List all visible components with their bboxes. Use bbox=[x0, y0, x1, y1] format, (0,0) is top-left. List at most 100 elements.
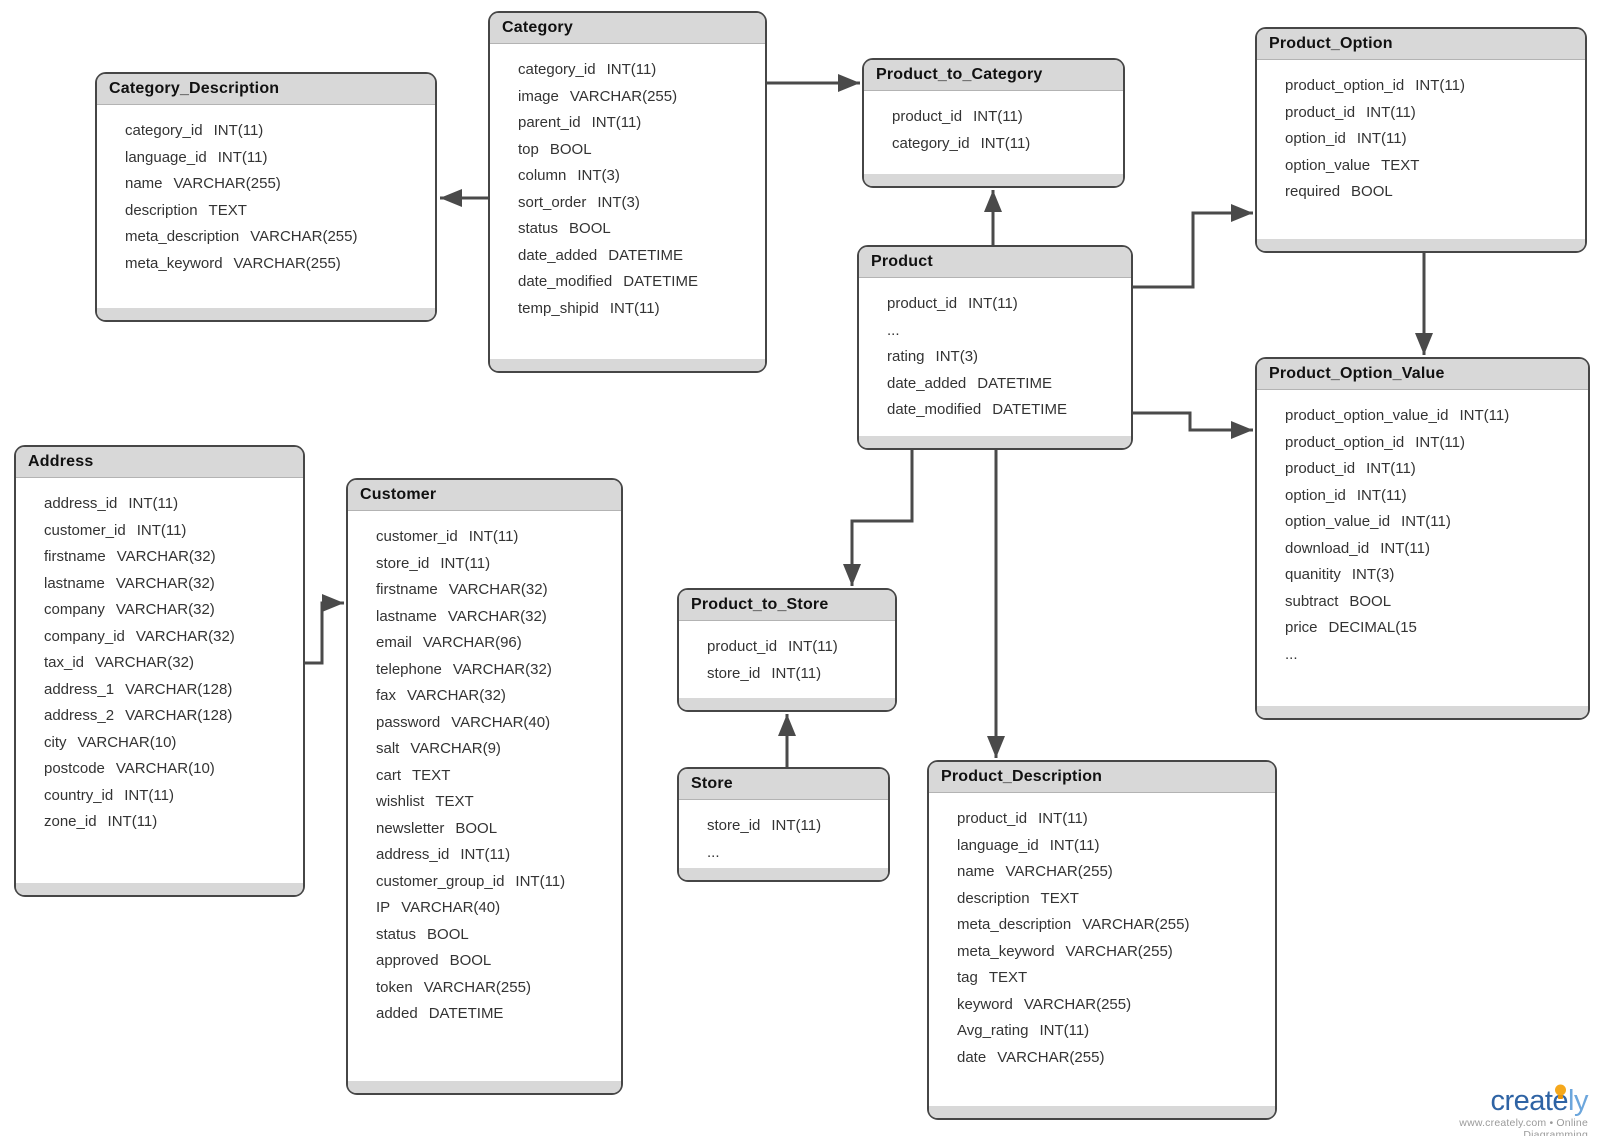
field-type: INT(11) bbox=[1380, 539, 1430, 557]
creately-watermark[interactable]: creately www.creately.com • Online Diagr… bbox=[1398, 1084, 1588, 1136]
table-title: Product bbox=[871, 253, 933, 270]
field-type: BOOL bbox=[427, 925, 469, 943]
field-type: VARCHAR(128) bbox=[125, 680, 233, 698]
table-title: Product_to_Store bbox=[691, 596, 829, 613]
field-name: rating bbox=[887, 348, 925, 365]
field-type: INT(11) bbox=[440, 554, 491, 572]
field-name: description bbox=[125, 201, 198, 219]
connector-address-to-customer[interactable] bbox=[304, 594, 344, 665]
field-name: country_id bbox=[44, 786, 114, 804]
field-type: TEXT bbox=[412, 766, 451, 784]
field-name: category_id bbox=[125, 122, 203, 139]
field-name: description bbox=[957, 889, 1030, 907]
field-type: VARCHAR(255) bbox=[173, 175, 281, 192]
field-type: INT(11) bbox=[788, 638, 838, 655]
field-type: INT(11) bbox=[515, 872, 566, 890]
field-name: ... bbox=[1285, 645, 1298, 663]
field-name: lastname bbox=[376, 607, 437, 625]
field-name: wishlist bbox=[376, 793, 425, 810]
field-type: DECIMAL(15 bbox=[1328, 619, 1417, 636]
field-name: option_value_id bbox=[1285, 513, 1391, 530]
field-name: company bbox=[44, 601, 105, 618]
table-header: Product bbox=[859, 247, 1131, 278]
field-type: INT(11) bbox=[468, 528, 519, 545]
field-row: ... bbox=[1285, 642, 1588, 669]
connector-product-to-product-to-store[interactable] bbox=[843, 450, 914, 586]
field-name: download_id bbox=[1285, 539, 1370, 557]
field-name: option_id bbox=[1285, 130, 1346, 147]
field-type: INT(11) bbox=[1459, 407, 1510, 424]
field-type: VARCHAR(255) bbox=[250, 228, 358, 245]
field-name: product_id bbox=[957, 810, 1028, 827]
field-row: description TEXT bbox=[125, 198, 435, 225]
field-type: VARCHAR(9) bbox=[410, 740, 501, 757]
field-name: meta_keyword bbox=[125, 254, 223, 272]
field-type: TEXT bbox=[208, 201, 247, 219]
field-type: INT(11) bbox=[1038, 810, 1088, 827]
field-type: INT(11) bbox=[1401, 513, 1451, 530]
field-name: zone_id bbox=[44, 813, 97, 830]
connector-product-to-product-option[interactable] bbox=[1133, 204, 1253, 289]
field-name: firstname bbox=[376, 581, 438, 598]
field-row: product_id INT(11) bbox=[957, 806, 1275, 833]
connector-product-to-product-option-value[interactable] bbox=[1133, 411, 1253, 439]
field-type: INT(3) bbox=[597, 193, 640, 211]
field-name: telephone bbox=[376, 660, 442, 678]
field-type: VARCHAR(32) bbox=[448, 581, 548, 598]
field-type: INT(11) bbox=[124, 786, 174, 804]
field-name: store_id bbox=[376, 554, 430, 572]
field-type: INT(11) bbox=[128, 495, 179, 512]
field-type: VARCHAR(32) bbox=[447, 607, 547, 625]
field-name: category_id bbox=[892, 134, 970, 152]
field-name: option_value bbox=[1285, 156, 1371, 174]
field-type: DATETIME bbox=[992, 401, 1067, 418]
field-name: tax_id bbox=[44, 654, 85, 671]
field-type: INT(11) bbox=[968, 295, 1018, 312]
creately-logo-text-ly: ly bbox=[1568, 1085, 1588, 1117]
table-header: Customer bbox=[348, 480, 621, 511]
field-type: DATETIME bbox=[608, 246, 683, 264]
creately-tagline: www.creately.com • Online Diagramming bbox=[1459, 1117, 1588, 1136]
field-name: date_modified bbox=[887, 401, 982, 418]
field-name: date_added bbox=[518, 246, 598, 264]
field-type: DATETIME bbox=[977, 374, 1052, 392]
field-name: customer_group_id bbox=[376, 872, 505, 890]
field-type: TEXT bbox=[988, 969, 1028, 986]
field-name: product_option_id bbox=[1285, 433, 1405, 451]
